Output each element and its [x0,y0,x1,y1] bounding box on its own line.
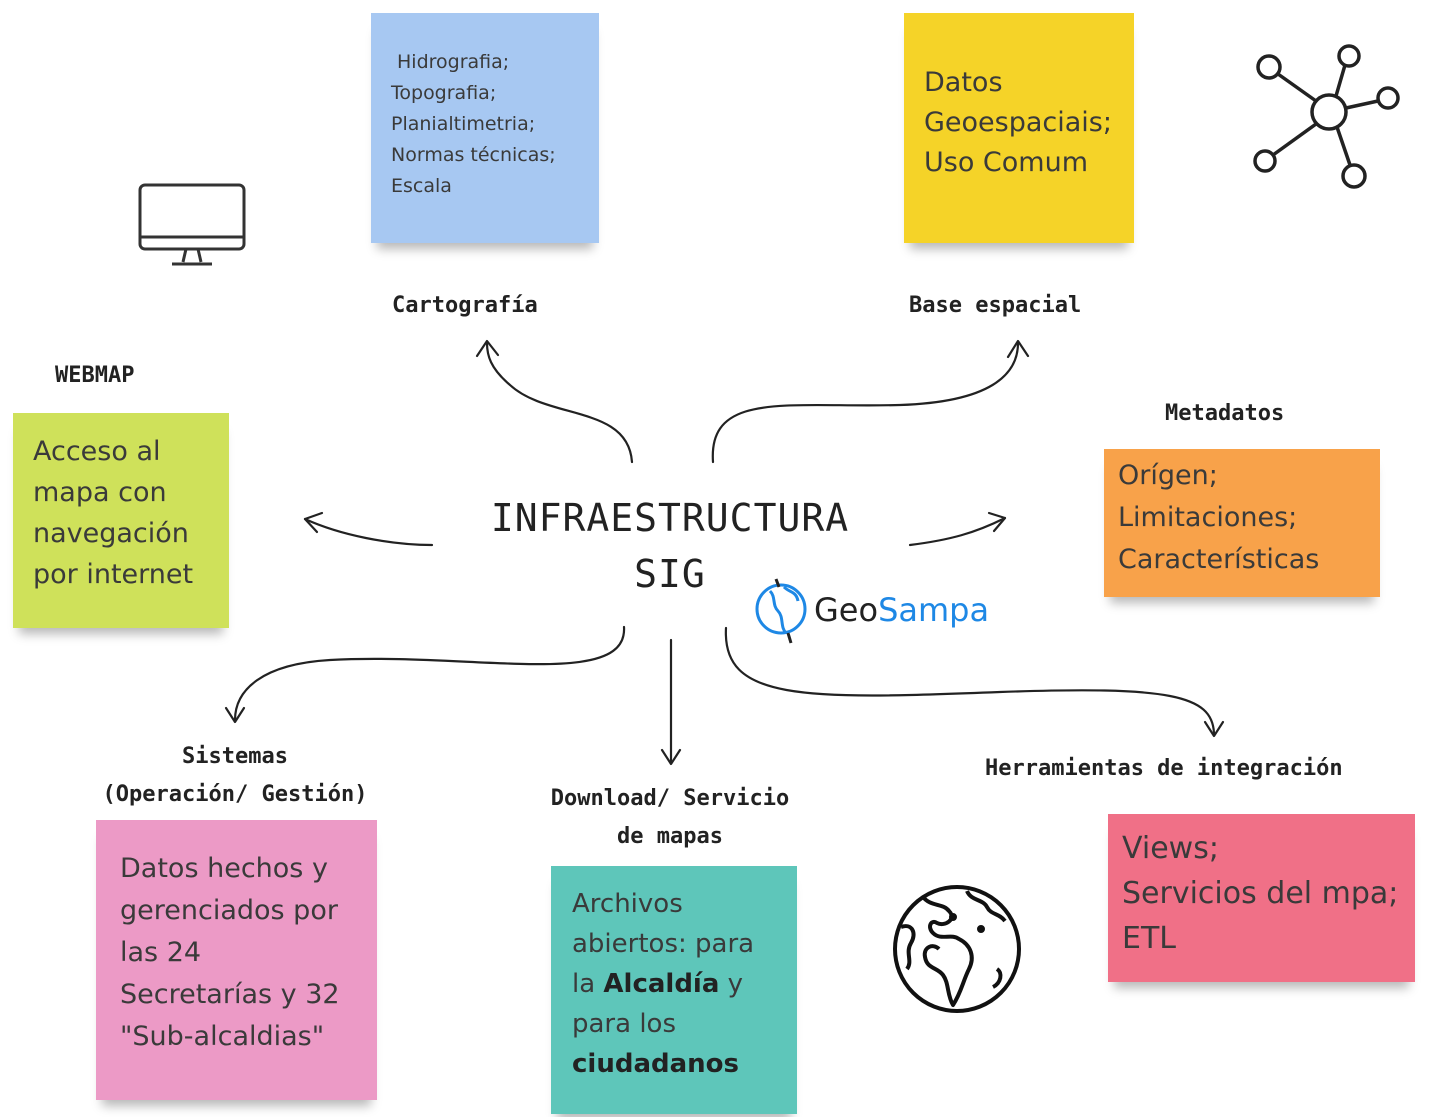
note-base-espacial-line: Uso Comum [924,147,1089,178]
geosampa-logo: Geo Sampa [752,575,989,645]
label-sistemas-line1: Sistemas [182,744,288,769]
arrow-to-base-espacial [711,341,1020,464]
note-sistemas-line: gerenciados por [120,895,338,926]
note-download-line3: la Alcaldía y [572,964,789,1004]
note-download-alcaldia: Alcaldía [603,969,720,999]
note-metadatos-line: Características [1118,544,1320,575]
note-sistemas-line: "Sub-alcaldias" [120,1021,325,1052]
arrow-to-cartografia [485,341,634,464]
note-cartografia: Hidrografia; Topografia; Planialtimetria… [371,13,599,243]
label-sistemas: Sistemas (Operación/ Gestión) [50,738,420,814]
note-sistemas-line: Datos hechos y [120,853,328,884]
label-metadatos: Metadatos [1165,401,1285,426]
globe-icon [893,885,1021,1013]
note-download-line3-a: la [572,969,604,999]
note-cartografia-line: Escala [391,175,452,197]
note-cartografia-line: Topografia; [391,82,497,104]
note-download-ciudadanos: ciudadanos [572,1049,739,1079]
note-cartografia-line: Planialtimetria; [391,113,536,135]
note-herramientas: Views; Servicios del mpa; ETL [1108,814,1415,982]
note-sistemas-line: las 24 [120,937,202,968]
label-download-line1: Download/ Servicio [550,786,790,811]
arrow-to-sistemas [233,625,626,722]
arrow-to-herramientas [724,626,1216,735]
arrow-to-webmap [303,517,434,547]
note-webmap-line: por internet [33,559,194,590]
monitor-icon [138,183,246,266]
note-cartografia-line: Hidrografia; [397,51,510,73]
note-base-espacial: Datos Geoespaciais; Uso Comum [904,13,1134,243]
note-download-line4: para los [572,1009,676,1039]
note-webmap-line: navegación [33,518,189,549]
arrow-to-metadatos [908,516,1007,547]
label-download: Download/ Servicio de mapas [505,780,835,856]
note-download-line3-c: y [719,969,744,999]
center-title: INFRAESTRUCTURA SIG [470,490,870,602]
note-cartografia-line: Normas técnicas; [391,144,556,166]
label-sistemas-line2: (Operación/ Gestión) [102,782,368,807]
note-base-espacial-line: Datos [924,67,1003,98]
note-metadatos-line: Limitaciones; [1118,502,1298,533]
center-title-line2: SIG [634,552,706,596]
geosampa-logo-icon [755,578,807,644]
label-download-line2: de mapas [617,824,723,849]
note-sistemas-line: Secretarías y 32 [120,979,340,1010]
geosampa-sampa-text: Sampa [878,591,990,629]
note-download-line2: abiertos: para [572,929,755,959]
label-webmap: WEBMAP [55,363,135,388]
note-webmap: Acceso al mapa con navegación por intern… [13,413,229,628]
note-herramientas-line: ETL [1122,921,1176,956]
label-herramientas: Herramientas de integración [985,756,1343,781]
geosampa-geo-text: Geo [814,591,879,629]
note-metadatos-line: Orígen; [1118,460,1218,491]
note-sistemas: Datos hechos y gerenciados por las 24 Se… [96,820,377,1100]
center-title-line1: INFRAESTRUCTURA [490,496,850,540]
note-webmap-line: Acceso al [33,436,161,467]
note-download-line1: Archivos [572,889,683,919]
note-herramientas-line: Views; [1122,831,1219,866]
network-icon [1253,44,1400,189]
note-webmap-line: mapa con [33,477,167,508]
label-cartografia: Cartografía [392,293,538,318]
note-metadatos: Orígen; Limitaciones; Características [1104,449,1380,597]
note-base-espacial-line: Geoespaciais; [924,107,1112,138]
label-base-espacial: Base espacial [909,293,1082,318]
note-herramientas-line: Servicios del mpa; [1122,876,1399,911]
note-download: Archivos abiertos: para la Alcaldía y pa… [551,866,797,1114]
